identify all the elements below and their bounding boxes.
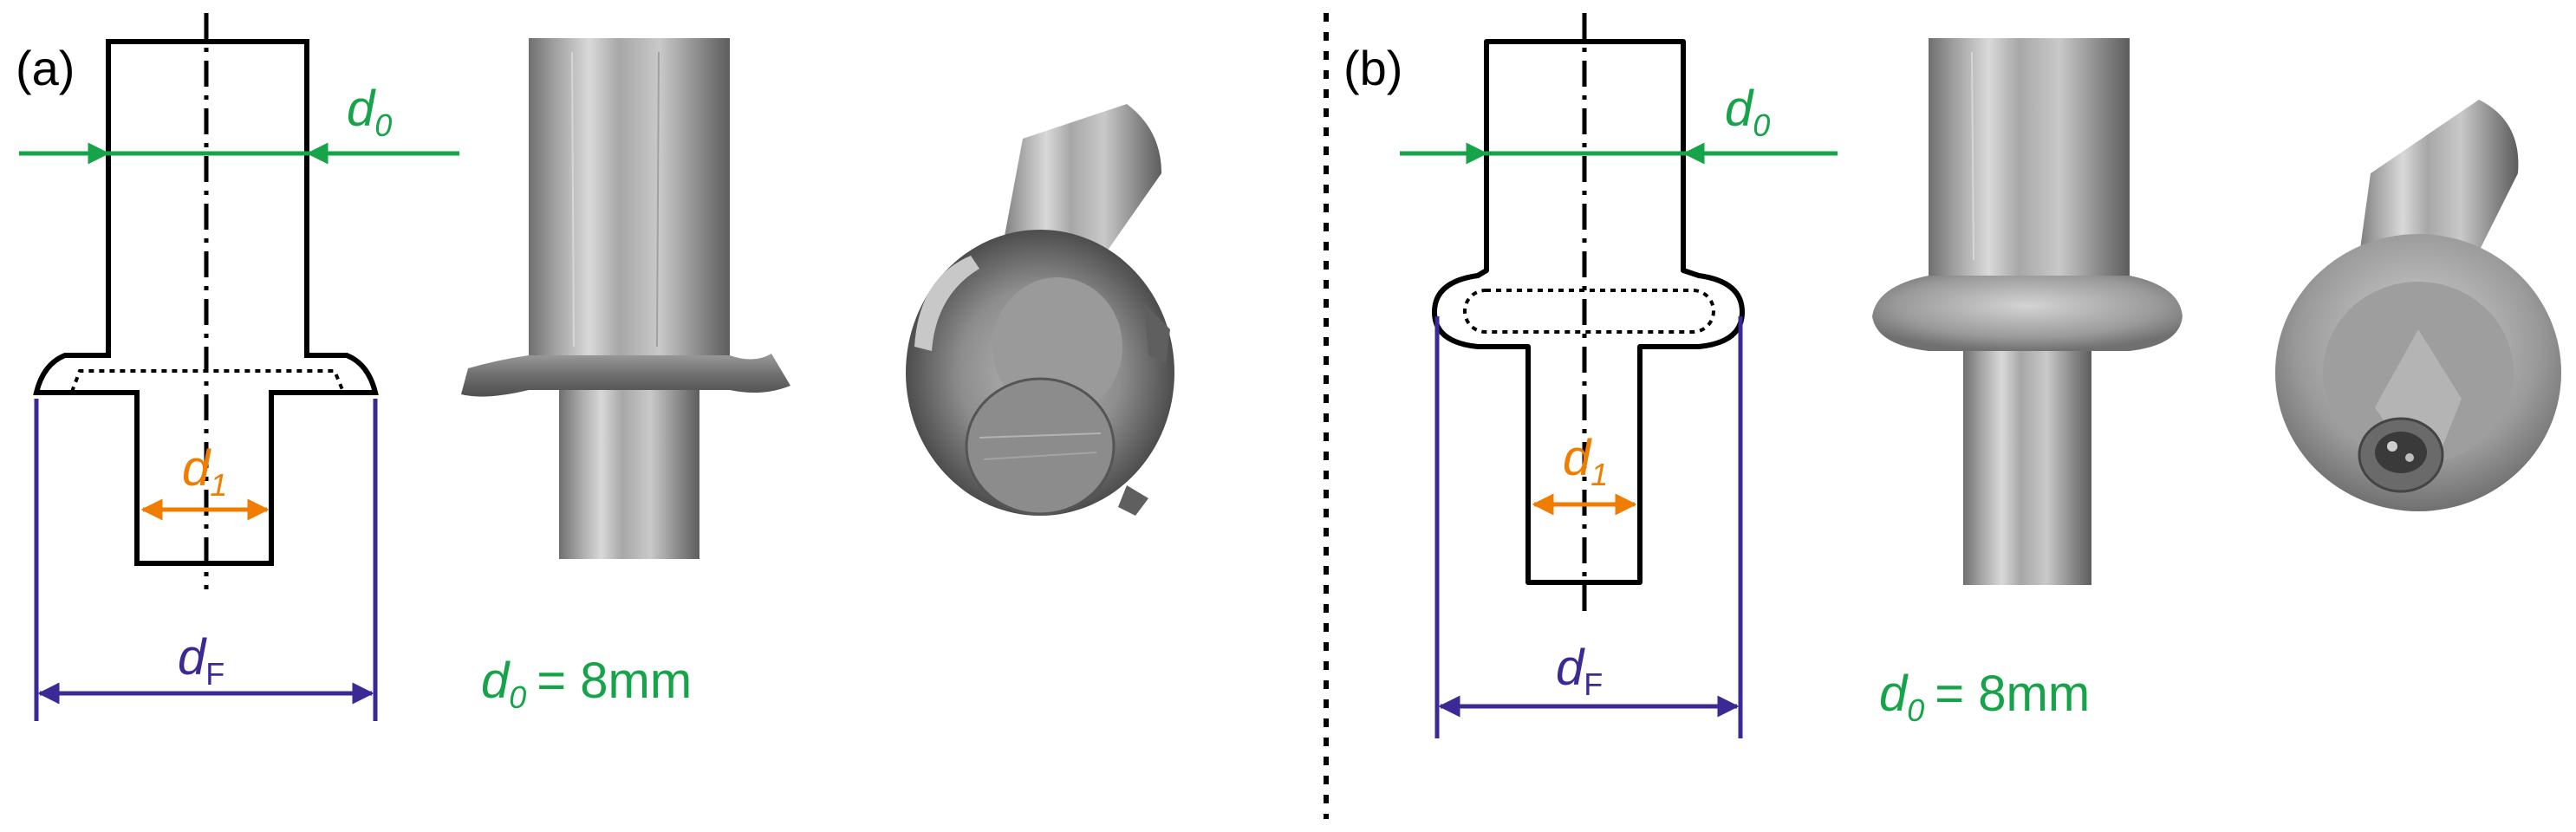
- caption-a: d0= 8mm: [481, 653, 692, 715]
- panel-a: (a) d0 d1 dF: [16, 13, 1174, 721]
- dF-label-a: dF: [178, 629, 224, 692]
- d1-label-b: d1: [1563, 430, 1608, 492]
- specimen-a-photo-side: [461, 38, 790, 559]
- panel-b: (b) d0 d1 dF: [1343, 13, 2561, 738]
- panel-b-label: (b): [1343, 41, 1402, 95]
- caption-b: d0= 8mm: [1879, 666, 2090, 728]
- panel-a-label: (a): [16, 41, 75, 95]
- specimen-b-dotted-oval: [1463, 289, 1715, 334]
- specimen-a-photo-end: [906, 104, 1174, 516]
- dF-label-b: dF: [1556, 640, 1603, 702]
- d0-label-b: d0: [1725, 81, 1770, 143]
- specimen-a-outline: [33, 39, 379, 566]
- d0-label-a: d0: [347, 81, 392, 143]
- specimen-b-outline: [1432, 39, 1745, 585]
- specimen-b-photo-end: [2275, 100, 2561, 511]
- d1-label-a: d1: [182, 440, 227, 503]
- specimen-b-photo-side: [1872, 38, 2182, 585]
